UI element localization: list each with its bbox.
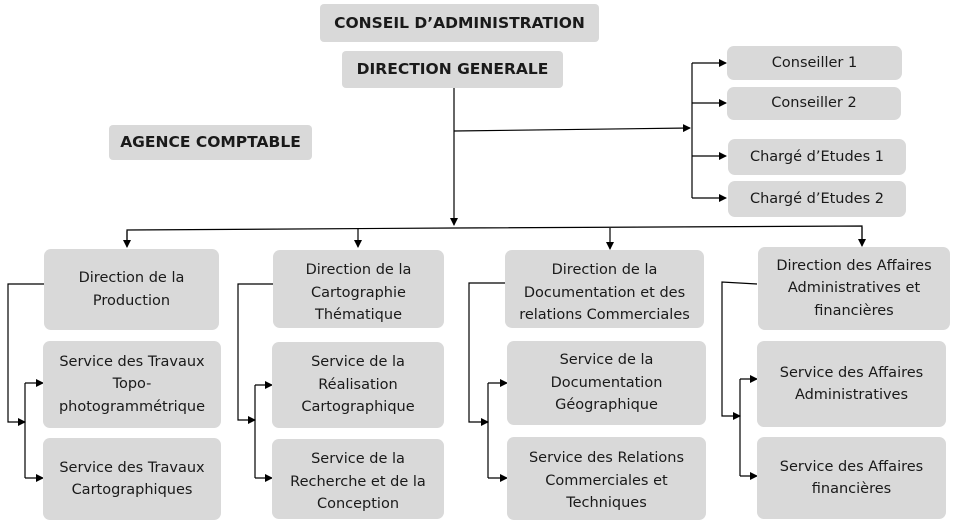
service-box-realisation-cartographique: Service de la Réalisation Cartographique <box>272 342 444 428</box>
service-box-documentation-geographique: Service de la Documentation Géographique <box>507 341 706 425</box>
staff-box-charge-etudes-2: Chargé d’Etudes 2 <box>728 181 906 217</box>
staff-box-charge-etudes-1: Chargé d’Etudes 1 <box>728 139 906 175</box>
service-label: Service de la Réalisation Cartographique <box>301 354 415 416</box>
staff-label: Conseiller 1 <box>771 54 858 71</box>
service-box-recherche-conception: Service de la Recherche et de la Concept… <box>272 439 444 519</box>
direction-box-documentation-commerciales: Direction de la Documentation et des rel… <box>505 250 704 328</box>
col3-connector <box>468 282 505 426</box>
agence-comptable-box: AGENCE COMPTABLE <box>109 125 312 160</box>
conseil-administration-box: CONSEIL D’ADMINISTRATION <box>320 4 599 42</box>
col1-connector <box>7 283 44 426</box>
service-label: Service de la Recherche et de la Concept… <box>290 451 426 512</box>
direction-generale-label: DIRECTION GENERALE <box>356 60 549 79</box>
direction-box-affaires-administratives: Direction des Affaires Administratives e… <box>758 247 950 330</box>
directions-bus <box>126 225 863 245</box>
direction-generale-box: DIRECTION GENERALE <box>342 51 563 88</box>
service-label: Service des Affaires Administratives <box>779 364 924 404</box>
conseil-administration-label: CONSEIL D’ADMINISTRATION <box>334 13 585 32</box>
service-box-travaux-topo: Service des Travaux Topo- photogrammétri… <box>43 341 221 428</box>
direction-label: Direction de la Cartographie Thématique <box>305 262 412 323</box>
service-label: Service des Travaux Cartographiques <box>59 459 205 499</box>
service-box-affaires-administratives: Service des Affaires Administratives <box>757 341 946 427</box>
direction-box-production: Direction de la Production <box>44 249 219 330</box>
col2-connector <box>237 283 273 424</box>
service-label: Service de la Documentation Géographique <box>550 352 663 414</box>
direction-box-cartographie-thematique: Direction de la Cartographie Thématique <box>273 250 444 328</box>
staff-box-conseiller-2: Conseiller 2 <box>727 87 901 120</box>
service-label: Service des Relations Commerciales et Te… <box>528 450 685 511</box>
direction-label: Direction de la Production <box>78 270 185 309</box>
staff-label: Chargé d’Etudes 1 <box>749 148 884 165</box>
service-box-relations-commerciales: Service des Relations Commerciales et Te… <box>507 437 706 520</box>
staff-branch-connector <box>453 124 691 133</box>
staff-label: Chargé d’Etudes 2 <box>749 190 884 207</box>
service-label: Service des Affaires financières <box>779 458 924 498</box>
staff-box-conseiller-1: Conseiller 1 <box>727 46 902 80</box>
staff-label: Conseiller 2 <box>771 95 857 112</box>
col4-connector <box>721 281 758 420</box>
service-box-affaires-financieres: Service des Affaires financières <box>757 437 946 519</box>
service-label: Service des Travaux Topo- photogrammétri… <box>58 353 206 415</box>
service-box-travaux-cartographiques: Service des Travaux Cartographiques <box>43 438 221 520</box>
direction-label: Direction de la Documentation et des rel… <box>519 262 690 323</box>
direction-label: Direction des Affaires Administratives e… <box>776 257 932 319</box>
agence-comptable-label: AGENCE COMPTABLE <box>120 133 301 152</box>
